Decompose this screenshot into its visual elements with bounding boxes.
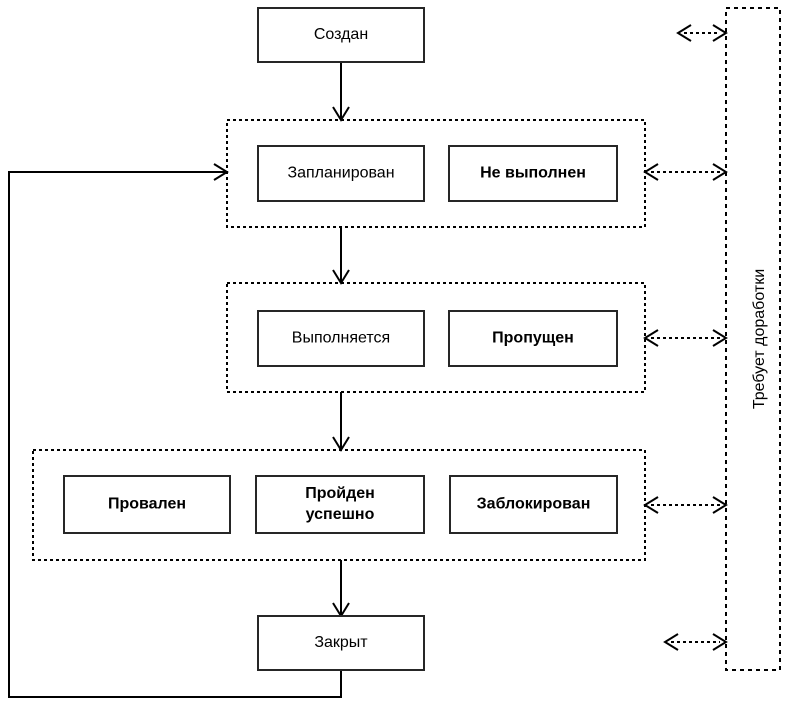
state-box-inprogress-rect[interactable]: [257, 310, 425, 367]
rework-arrow-inprogress: [643, 329, 728, 347]
state-box-failed[interactable]: Провален: [63, 475, 231, 534]
arrow-head-down-icon: [332, 436, 350, 452]
state-box-closed[interactable]: Закрыт: [257, 615, 425, 671]
rework-label: Требует доработки: [751, 269, 768, 409]
rework-arrow-created: [676, 24, 728, 42]
state-box-created-rect[interactable]: [257, 7, 425, 63]
state-label-closed: Закрыт: [314, 634, 368, 651]
state-box-skipped[interactable]: Пропущен: [448, 310, 618, 367]
arrow-head-left-icon: [643, 163, 659, 181]
state-label-notdone: Не выполнен: [480, 165, 586, 182]
arrow-head-down-icon: [332, 106, 350, 122]
state-box-planned-rect[interactable]: [257, 145, 425, 202]
state-box-notdone-rect[interactable]: [448, 145, 618, 202]
arrow-head-right-icon: [712, 163, 728, 181]
arrow-head-right-icon: [712, 496, 728, 514]
state-box-planned[interactable]: Запланирован: [257, 145, 425, 202]
state-label-created: Создан: [314, 26, 368, 43]
state-box-blocked[interactable]: Заблокирован: [449, 475, 618, 534]
state-box-notdone[interactable]: Не выполнен: [448, 145, 618, 202]
state-box-failed-rect[interactable]: [63, 475, 231, 534]
arrow-head-right-icon: [712, 329, 728, 347]
state-label-blocked: Заблокирован: [477, 496, 591, 513]
rework-arrow-result: [643, 496, 728, 514]
flow-closed-loop-to-planned: [8, 171, 342, 698]
rework-container: [725, 7, 781, 671]
state-box-created[interactable]: Создан: [257, 7, 425, 63]
state-box-inprogress[interactable]: Выполняется: [257, 310, 425, 367]
transitions-layer: [8, 62, 350, 698]
state-label-planned: Запланирован: [287, 165, 394, 182]
arrow-head-left-icon: [676, 24, 692, 42]
rework-arrow-planned: [643, 163, 728, 181]
arrow-head-right-icon: [712, 633, 728, 651]
state-label-inprogress: Выполняется: [292, 330, 390, 347]
arrow-head-down-icon: [332, 269, 350, 285]
state-box-blocked-rect[interactable]: [449, 475, 618, 534]
state-label-failed: Провален: [108, 496, 186, 513]
arrow-head-left-icon: [643, 496, 659, 514]
arrow-head-right-icon: [712, 24, 728, 42]
state-box-skipped-rect[interactable]: [448, 310, 618, 367]
state-box-passed-rect[interactable]: [255, 475, 425, 534]
arrow-head-left-icon: [663, 633, 679, 651]
group-planned: [226, 119, 646, 228]
arrow-head-left-icon: [643, 329, 659, 347]
state-label-skipped: Пропущен: [492, 330, 574, 347]
rework-layer: Требует доработки: [643, 7, 781, 671]
arrow-head-right-icon: [213, 163, 229, 181]
rework-arrow-closed: [663, 633, 728, 651]
state-box-closed-rect[interactable]: [257, 615, 425, 671]
